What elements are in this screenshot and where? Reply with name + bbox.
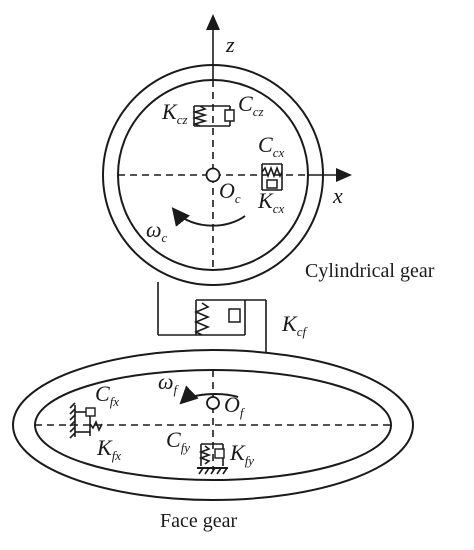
label-kcx: Kcx xyxy=(257,188,284,216)
omega-c-rotation-arrow xyxy=(171,207,246,227)
label-cfx: Cfx xyxy=(95,381,119,409)
gear-coupling-spring-damper xyxy=(157,282,267,352)
label-omega-c: ωc xyxy=(146,217,168,245)
z-axis-arrowhead xyxy=(206,14,220,30)
label-omega-f: ωf xyxy=(158,369,180,397)
face-gear-outer-rim xyxy=(12,349,414,501)
label-cfy: Cfy xyxy=(166,427,190,455)
label-ccx: Ccx xyxy=(258,132,284,160)
z-axis-label: z xyxy=(225,32,235,57)
label-kfy: Kfy xyxy=(229,440,254,468)
face-x-spring-damper xyxy=(69,402,103,439)
cylindrical-gear-center xyxy=(205,167,221,183)
x-axis-arrowhead xyxy=(336,168,352,182)
x-axis-label: x xyxy=(332,183,343,208)
label-oc: Oc xyxy=(219,178,241,206)
face-y-spring-damper xyxy=(197,443,228,475)
label-kfx: Kfx xyxy=(96,435,121,463)
label-kcz: Kcz xyxy=(161,99,188,127)
omega-f-rotation-arrow xyxy=(179,385,239,405)
label-kcf: Kcf xyxy=(281,311,308,339)
face-gear-center xyxy=(206,396,220,410)
face-gear-caption: Face gear xyxy=(160,510,238,532)
label-ccz: Ccz xyxy=(238,91,264,119)
cylindrical-gear-caption: Cylindrical gear xyxy=(305,260,435,282)
cylindrical-x-spring-damper xyxy=(261,163,283,191)
label-of: Of xyxy=(224,392,246,420)
cylindrical-z-spring-damper xyxy=(192,105,235,127)
